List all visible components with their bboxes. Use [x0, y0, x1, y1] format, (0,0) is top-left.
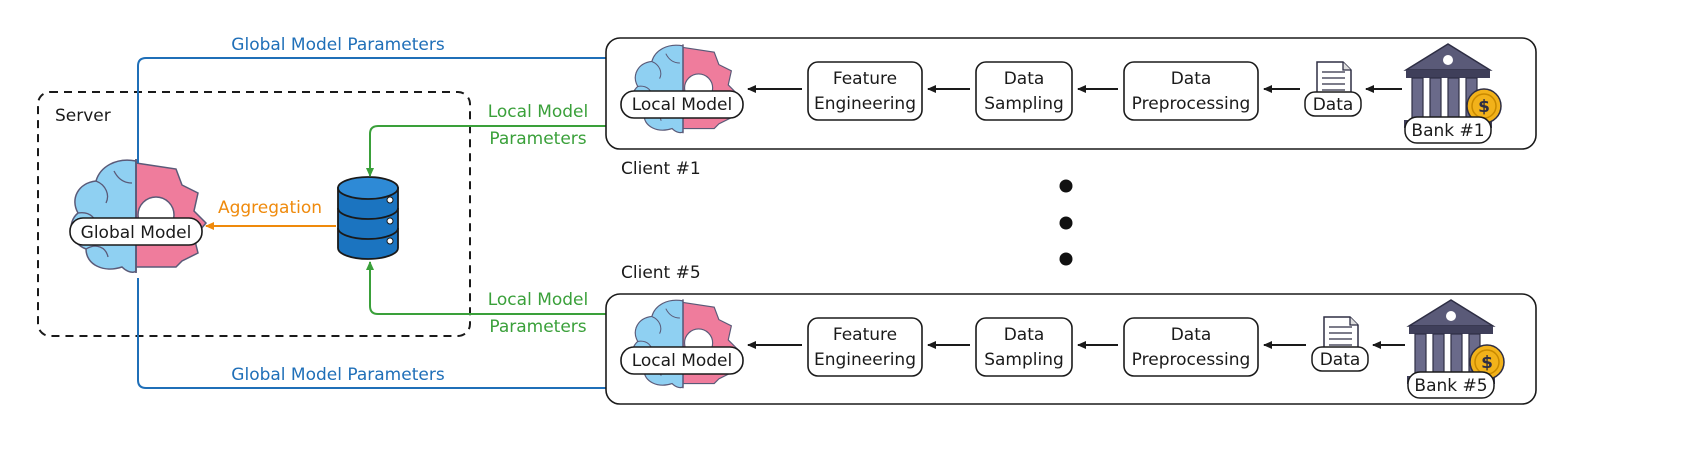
aggregation-label: Aggregation — [218, 198, 322, 218]
data-pill — [1304, 91, 1362, 117]
local-params-label-client5-line2: Parameters — [489, 317, 586, 337]
feature-engineering-box — [807, 61, 923, 121]
global-params-arrow-top — [137, 54, 639, 163]
local-params-label-client1-line2: Parameters — [489, 129, 586, 149]
data-sampling-line1: Data — [1004, 325, 1045, 345]
data-sampling-box — [975, 317, 1073, 377]
data-preprocessing-line1: Data — [1171, 325, 1212, 345]
data-preprocessing-line2: Preprocessing — [1132, 350, 1251, 370]
global-model-label: Global Model — [81, 223, 192, 243]
database-icon — [337, 176, 399, 260]
server-boundary — [37, 91, 471, 337]
global-params-label-top: Global Model Parameters — [231, 35, 445, 55]
feature-engineering-line2: Engineering — [814, 350, 916, 370]
global-params-arrow-bottom — [137, 278, 639, 392]
data-preprocessing-box — [1123, 61, 1259, 121]
global-params-label-bottom: Global Model Parameters — [231, 365, 445, 385]
data-label: Data — [1313, 95, 1354, 115]
feature-engineering-line2: Engineering — [814, 94, 916, 114]
data-preprocessing-line2: Preprocessing — [1132, 94, 1251, 114]
local-params-arrow-client5 — [366, 261, 638, 315]
data-preprocessing-box — [1123, 317, 1259, 377]
local-params-label-client5-line1: Local Model — [488, 290, 589, 310]
bank-pill — [1404, 116, 1492, 144]
client-1-label: Client #1 — [621, 159, 701, 179]
data-pill — [1311, 346, 1369, 372]
client-5-label: Client #5 — [621, 263, 701, 283]
feature-engineering-line1: Feature — [833, 69, 897, 89]
data-label: Data — [1320, 350, 1361, 370]
global-model-icon — [70, 158, 207, 274]
feature-engineering-box — [807, 317, 923, 377]
server-label: Server — [55, 106, 111, 126]
feature-engineering-line1: Feature — [833, 325, 897, 345]
client-5-group: Client #5 Local Model Feature Engineerin… — [605, 263, 1537, 405]
local-model-pill — [620, 90, 744, 119]
bank-label: Bank #1 — [1411, 121, 1484, 141]
local-params-arrow-client1 — [366, 125, 638, 177]
local-params-label-client1-line1: Local Model — [488, 102, 589, 122]
bank-pill — [1407, 371, 1495, 399]
local-model-pill — [620, 346, 744, 375]
data-sampling-box — [975, 61, 1073, 121]
ellipsis-dots — [1059, 179, 1073, 266]
local-model-label: Local Model — [632, 351, 733, 371]
data-sampling-line2: Sampling — [984, 94, 1064, 114]
local-model-label: Local Model — [632, 95, 733, 115]
global-model-pill — [69, 217, 203, 246]
data-preprocessing-line1: Data — [1171, 69, 1212, 89]
client-1-group: Client #1 Local Model Feature Engineerin… — [605, 37, 1537, 179]
data-sampling-line1: Data — [1004, 69, 1045, 89]
bank-label: Bank #5 — [1414, 376, 1487, 396]
data-sampling-line2: Sampling — [984, 350, 1064, 370]
